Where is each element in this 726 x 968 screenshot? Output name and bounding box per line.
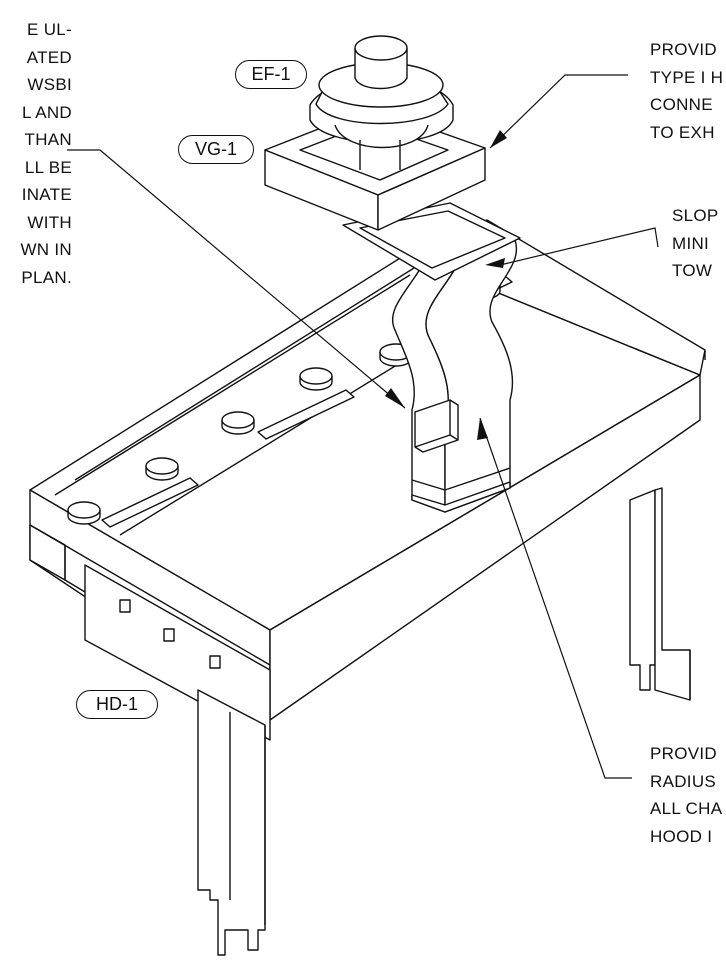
- tag-vg-1: VG-1: [178, 135, 254, 164]
- note-left-line: WSBI: [27, 75, 72, 94]
- note-top-right-line: PROVID: [650, 40, 717, 59]
- hood-light-2: [146, 458, 178, 480]
- leader-lines: [67, 75, 658, 778]
- grease-filter-2: [258, 390, 354, 439]
- note-top-right: PROVID TYPE I H CONNE TO EXH: [650, 36, 726, 146]
- hood-control-cabinet: [85, 565, 270, 740]
- leader-bottom-right-note: [480, 418, 632, 778]
- note-left-line: THAN: [24, 130, 72, 149]
- duct-access-door: [415, 400, 458, 452]
- rear-right-leg: [630, 488, 690, 700]
- note-left-line: L AND: [21, 102, 72, 122]
- note-bottom-right: PROVID RADIUS ALL CHA HOOD I: [650, 740, 726, 850]
- note-left-line: INATE: [21, 185, 72, 204]
- leader-mid-right-note: [500, 228, 658, 265]
- note-left-line: WN IN: [20, 240, 72, 259]
- leader-left-note: [67, 150, 405, 408]
- note-left-line: E UL-: [27, 20, 72, 39]
- note-left-line: WITH: [27, 212, 72, 232]
- note-bottom-right-line: ALL CHA: [650, 799, 723, 818]
- hood-light-1: [68, 502, 100, 524]
- note-left-line: LL BE: [24, 157, 72, 177]
- note-bottom-right-line: RADIUS: [650, 771, 717, 791]
- leader-top-right-note: [490, 75, 628, 148]
- tag-hd-1: HD-1: [76, 690, 158, 719]
- note-mid-right-line: MINI: [672, 233, 710, 253]
- note-top-right-line: CONNE: [650, 95, 713, 114]
- front-left-leg: [198, 690, 265, 955]
- exhaust-fan: [310, 36, 453, 170]
- tag-ef-1: EF-1: [235, 60, 307, 89]
- note-left-line: ATED: [26, 47, 72, 67]
- note-bottom-right-line: HOOD I: [650, 826, 713, 846]
- note-bottom-right-line: PROVID: [650, 744, 717, 763]
- note-left-line: PLAN.: [21, 267, 72, 287]
- leader-arrowheads: [385, 130, 507, 440]
- note-mid-right-line: SLOP: [672, 206, 719, 225]
- note-top-right-line: TO EXH: [650, 122, 715, 142]
- note-left: E UL- ATED WSBI L AND THAN LL BE INATE W…: [0, 16, 72, 291]
- note-mid-right: SLOP MINI TOW: [672, 202, 726, 285]
- note-mid-right-line: TOW: [672, 261, 713, 280]
- note-top-right-line: TYPE I H: [650, 67, 724, 87]
- grease-filter-1: [102, 478, 198, 527]
- hood-light-4: [300, 368, 332, 390]
- hood-light-3: [222, 412, 254, 434]
